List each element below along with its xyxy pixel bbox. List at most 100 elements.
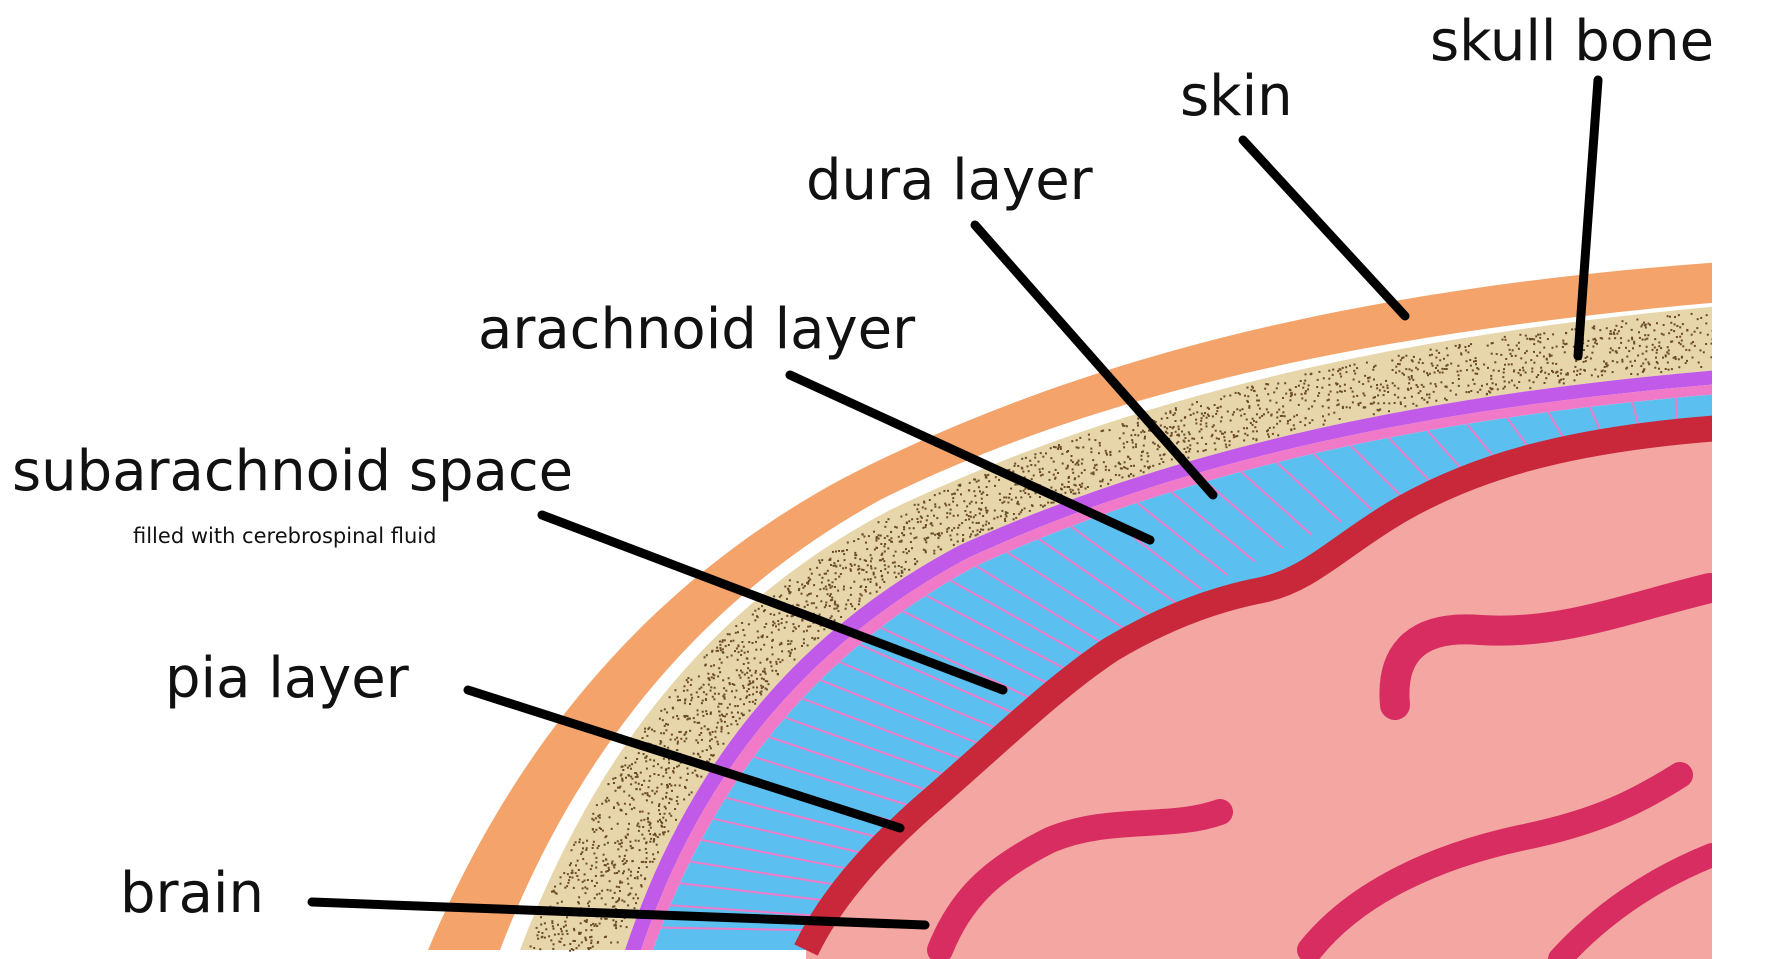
skull-speckle (699, 756, 701, 758)
skull-speckle (1081, 483, 1083, 485)
skull-speckle (1655, 357, 1657, 359)
skull-speckle (1455, 345, 1457, 347)
skull-speckle (1175, 431, 1177, 433)
skull-speckle (764, 626, 766, 628)
skull-speckle (1255, 421, 1257, 423)
skull-speckle (729, 703, 731, 705)
skull-speckle (1416, 405, 1418, 407)
skull-speckle (590, 942, 592, 944)
skull-speckle (612, 778, 614, 780)
skull-speckle (639, 811, 641, 813)
skull-speckle (664, 806, 666, 808)
skull-speckle (1446, 368, 1448, 370)
skull-speckle (1603, 361, 1605, 363)
skull-speckle (754, 619, 756, 621)
skull-speckle (963, 500, 965, 502)
skull-speckle (846, 549, 848, 551)
skull-speckle (905, 561, 907, 563)
skull-speckle (718, 693, 720, 695)
skull-speckle (668, 762, 670, 764)
skull-speckle (1688, 349, 1690, 351)
skull-speckle (1220, 430, 1222, 432)
skull-speckle (1592, 346, 1594, 348)
skull-speckle (1612, 371, 1614, 373)
skull-speckle (854, 608, 856, 610)
skull-speckle (1428, 397, 1430, 399)
skull-speckle (906, 552, 908, 554)
skull-speckle (716, 741, 718, 743)
skull-speckle (1492, 342, 1494, 344)
skull-speckle (752, 642, 754, 644)
skull-speckle (884, 526, 886, 528)
skull-speckle (620, 846, 622, 848)
skull-speckle (1205, 449, 1207, 451)
skull-speckle (1678, 314, 1680, 316)
skull-speckle (602, 860, 604, 862)
skull-speckle (1247, 401, 1249, 403)
skull-speckle (1304, 380, 1306, 382)
skull-speckle (1685, 362, 1687, 364)
skull-speckle (713, 754, 715, 756)
skull-speckle (1379, 389, 1381, 391)
skull-speckle (1539, 334, 1541, 336)
skull-speckle (760, 693, 762, 695)
skull-speckle (1333, 412, 1335, 414)
skull-speckle (1612, 360, 1614, 362)
skull-speckle (718, 703, 720, 705)
skull-speckle (949, 513, 951, 515)
skull-speckle (602, 830, 604, 832)
skull-speckle (759, 662, 761, 664)
skull-speckle (933, 550, 935, 552)
skull-speckle (1625, 322, 1627, 324)
skull-speckle (647, 817, 649, 819)
skull-speckle (746, 657, 748, 659)
skull-speckle (643, 753, 645, 755)
skull-speckle (731, 690, 733, 692)
skull-speckle (948, 504, 950, 506)
skull-speckle (1171, 459, 1173, 461)
skull-speckle (1276, 387, 1278, 389)
skull-speckle (1183, 434, 1185, 436)
skull-speckle (781, 618, 783, 620)
skull-speckle (1547, 362, 1549, 364)
skull-speckle (1189, 448, 1191, 450)
skull-speckle (741, 650, 743, 652)
skull-speckle (826, 588, 828, 590)
skull-speckle (866, 571, 868, 573)
skull-speckle (1604, 370, 1606, 372)
skull-speckle (1419, 390, 1421, 392)
skull-speckle (539, 948, 541, 950)
skull-speckle (554, 886, 556, 888)
skull-speckle (575, 864, 577, 866)
skull-speckle (840, 616, 842, 618)
skull-speckle (819, 574, 821, 576)
skull-speckle (610, 942, 612, 944)
skull-speckle (553, 943, 555, 945)
skull-speckle (676, 749, 678, 751)
skull-speckle (1376, 384, 1378, 386)
skull-speckle (1099, 442, 1101, 444)
skull-speckle (1467, 385, 1469, 387)
skull-speckle (1193, 413, 1195, 415)
skull-speckle (871, 568, 873, 570)
skull-speckle (903, 534, 905, 536)
skull-speckle (562, 933, 564, 935)
skull-speckle (571, 849, 573, 851)
skull-speckle (687, 677, 689, 679)
skull-speckle (895, 551, 897, 553)
skull-speckle (845, 567, 847, 569)
skull-speckle (982, 529, 984, 531)
skull-speckle (1028, 493, 1030, 495)
skull-speckle (1626, 367, 1628, 369)
skull-speckle (1535, 335, 1537, 337)
skull-speckle (653, 838, 655, 840)
skull-speckle (789, 655, 791, 657)
skull-speckle (925, 526, 927, 528)
skull-speckle (671, 798, 673, 800)
skull-speckle (754, 657, 756, 659)
skull-speckle (1511, 355, 1513, 357)
skull-speckle (624, 803, 626, 805)
skull-speckle (637, 877, 639, 879)
skull-speckle (1362, 383, 1364, 385)
skull-speckle (766, 688, 768, 690)
